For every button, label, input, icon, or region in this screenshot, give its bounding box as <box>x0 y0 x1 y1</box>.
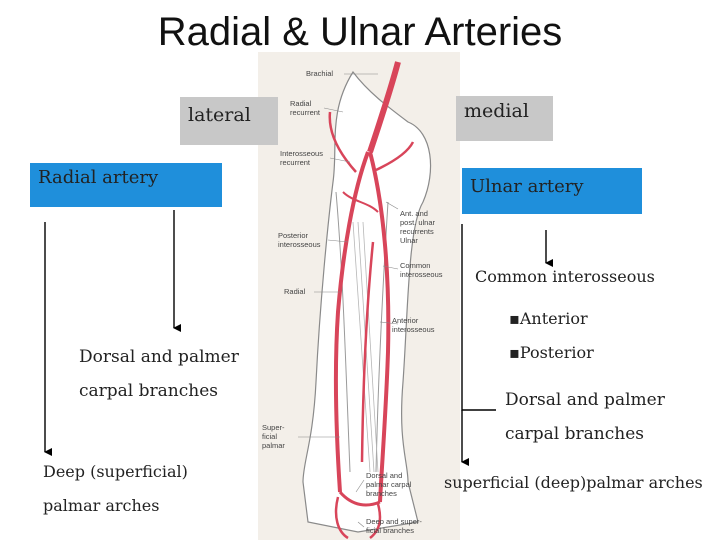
forearm-diagram: Brachial Radial recurrent Interosseous r… <box>262 61 443 540</box>
radial-branch-1-line2: carpal branches <box>79 381 218 401</box>
label-dorsal-palmar-carpal-3: branches <box>366 489 397 498</box>
ulnar-branch-2-line1: Dorsal and palmer <box>505 390 665 410</box>
label-common-interosseous-2: interosseous <box>400 270 443 279</box>
palmar-arch <box>338 490 381 507</box>
ulnar-branch-3: superficial (deep)palmar arches <box>444 473 703 492</box>
label-deep-superficial-1: Deep and super- <box>366 517 422 526</box>
ulnar-artery-path <box>368 151 391 503</box>
label-anterior-interosseous-2: interosseous <box>392 325 435 334</box>
radial-artery-path <box>333 151 370 493</box>
brachial-artery <box>367 61 401 153</box>
label-ulnar: Ulnar <box>400 236 418 245</box>
anterior-interosseous-artery <box>360 241 375 463</box>
page-title: Radial & Ulnar Arteries <box>157 10 563 54</box>
label-deep-superficial-2: ficial branches <box>366 526 414 535</box>
ulnar-artery-label: Ulnar artery <box>462 168 642 214</box>
label-superficial-palmar-2: ficial <box>262 432 277 441</box>
ulnar-branch-1: Common interosseous <box>475 267 655 286</box>
label-superficial-palmar-1: Super- <box>262 423 285 432</box>
label-brachial: Brachial <box>306 69 333 78</box>
forearm-arteries-illustration: Brachial Radial recurrent Interosseous r… <box>258 52 460 540</box>
arrow-ulnar-to-carpal <box>461 224 496 411</box>
ulnar-branch-2: Dorsal and palmer carpal branches <box>505 383 665 451</box>
medial-label: medial <box>456 96 553 141</box>
radial-recurrent-artery <box>328 111 357 173</box>
label-interosseous-recurrent-1: Interosseous <box>280 149 323 158</box>
bullet-square-icon: ▪ <box>509 343 520 362</box>
label-posterior-interosseous-1: Posterior <box>278 231 309 240</box>
label-interosseous-recurrent-2: recurrent <box>280 158 311 167</box>
ulnar-recurrent-artery <box>375 141 415 172</box>
radial-branch-2-line1: Deep (superficial) <box>43 462 188 481</box>
label-radial-recurrent-2: recurrent <box>290 108 321 117</box>
radial-branch-2-line2: palmar arches <box>43 496 160 515</box>
radial-branch-2: Deep (superficial) palmar arches <box>43 455 188 523</box>
radial-branch-1-line1: Dorsal and palmer <box>79 347 239 367</box>
interosseous-recurrent-artery <box>342 191 379 213</box>
label-posterior-interosseous-2: interosseous <box>278 240 321 249</box>
label-ulnar-recurrents-2: post. ulnar <box>400 218 436 227</box>
label-dorsal-palmar-carpal-1: Dorsal and <box>366 471 402 480</box>
label-ulnar-recurrents-1: Ant. and <box>400 209 428 218</box>
label-common-interosseous-1: Common <box>400 261 430 270</box>
radial-artery-label: Radial artery <box>30 163 222 207</box>
label-radial-recurrent-1: Radial <box>290 99 312 108</box>
ulnar-bullets: ▪Anterior ▪Posterior <box>509 302 594 370</box>
bullet-posterior: ▪Posterior <box>509 343 594 362</box>
label-ulnar-recurrents-3: recurrents <box>400 227 434 236</box>
bullet-anterior: ▪Anterior <box>509 309 588 328</box>
ulnar-branch-2-line2: carpal branches <box>505 424 644 444</box>
radial-branch-1: Dorsal and palmer carpal branches <box>79 340 239 408</box>
label-radial: Radial <box>284 287 306 296</box>
label-dorsal-palmar-carpal-2: palmar carpal <box>366 480 412 489</box>
bullet-square-icon: ▪ <box>509 309 520 328</box>
radius-bone <box>335 191 351 473</box>
lateral-label: lateral <box>180 97 278 145</box>
label-superficial-palmar-3: palmar <box>262 441 285 450</box>
label-anterior-interosseous-1: Anterior <box>392 316 419 325</box>
distal-branches <box>334 496 382 540</box>
